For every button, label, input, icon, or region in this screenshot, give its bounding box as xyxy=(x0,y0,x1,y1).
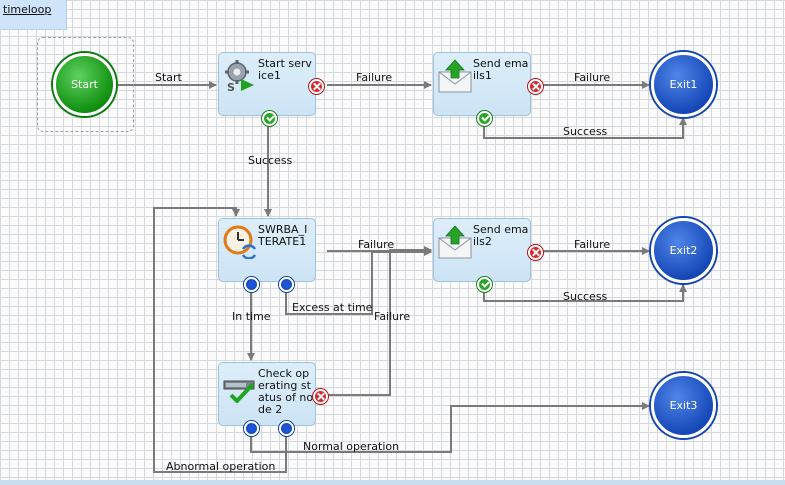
swrba-excess-port[interactable] xyxy=(279,277,294,292)
exit1-label: Exit1 xyxy=(669,78,698,91)
gear-play-icon: S xyxy=(225,60,254,93)
envelope-upload-icon xyxy=(438,225,472,259)
exit3-node[interactable]: Exit3 xyxy=(651,373,716,438)
check-node-normal-port[interactable] xyxy=(244,421,259,436)
send-email1-node[interactable]: Send emails1 xyxy=(433,52,543,126)
send-email2-success-port[interactable] xyxy=(477,277,492,292)
edge-label-swrba-excess: Excess at time xyxy=(292,301,373,314)
svg-text:S: S xyxy=(227,81,235,93)
start-node-label: Start xyxy=(71,78,98,91)
canvas-bottom-edge xyxy=(0,480,785,485)
edge-label-swrba-failure: Failure xyxy=(358,238,395,251)
start-service-success-port[interactable] xyxy=(262,111,277,126)
check-node-failure-port[interactable] xyxy=(313,389,328,404)
server-check-icon xyxy=(223,380,255,403)
edge-label-email2-failure: Failure xyxy=(574,238,611,251)
diagram-tab-label: timeloop xyxy=(3,3,52,16)
diagram-tab[interactable]: timeloop xyxy=(0,0,67,30)
clock-refresh-icon xyxy=(223,225,257,259)
start-service-failure-port[interactable] xyxy=(309,79,324,94)
edge-email2-success xyxy=(483,284,687,302)
edge-swrba-excess xyxy=(285,248,432,315)
start-node[interactable]: Start xyxy=(53,53,116,116)
start-selection-frame xyxy=(37,37,134,132)
edge-label-start: Start xyxy=(155,71,182,84)
exit2-label: Exit2 xyxy=(669,244,698,257)
edge-label-service-success: Success xyxy=(248,154,293,167)
send-email2-label: Send emails2 xyxy=(473,223,529,248)
send-email1-failure-port[interactable] xyxy=(528,79,543,94)
edge-label-email2-success: Success xyxy=(563,290,608,303)
swrba-iterate-label: SWRBA_ITERATE1 xyxy=(258,223,308,248)
check-node-status-label: Check operating status of node 2 xyxy=(258,367,314,416)
start-service-label: Start service1 xyxy=(258,57,312,82)
edge-check-failure xyxy=(327,246,432,396)
envelope-upload-icon xyxy=(438,59,472,93)
exit1-node[interactable]: Exit1 xyxy=(651,52,716,117)
edge-label-email1-failure: Failure xyxy=(574,71,611,84)
edge-check-abnormal xyxy=(153,207,287,473)
edge-label-check-failure: Failure xyxy=(374,310,411,323)
send-email2-node[interactable]: Send emails2 xyxy=(433,218,543,292)
edge-label-check-normal: Normal operation xyxy=(303,440,400,453)
edge-email1-success xyxy=(483,117,687,139)
start-service-node[interactable]: S Start service1 xyxy=(218,52,324,126)
edge-label-check-abnormal: Abnormal operation xyxy=(166,460,276,473)
send-email1-success-port[interactable] xyxy=(477,111,492,126)
edge-label-email1-success: Success xyxy=(563,125,608,138)
swrba-iterate-node[interactable]: SWRBA_ITERATE1 xyxy=(218,218,316,292)
exit3-label: Exit3 xyxy=(669,399,698,412)
check-node-status-node[interactable]: Check operating status of node 2 xyxy=(218,362,328,436)
edge-label-swrba-in-time: In time xyxy=(232,310,271,323)
check-node-abnormal-port[interactable] xyxy=(279,421,294,436)
exit2-node[interactable]: Exit2 xyxy=(651,218,716,283)
send-email2-failure-port[interactable] xyxy=(528,245,543,260)
edge-label-service-failure: Failure xyxy=(356,71,393,84)
swrba-in-time-port[interactable] xyxy=(244,277,259,292)
send-email1-label: Send emails1 xyxy=(473,57,529,82)
edge-check-normal xyxy=(250,402,650,453)
